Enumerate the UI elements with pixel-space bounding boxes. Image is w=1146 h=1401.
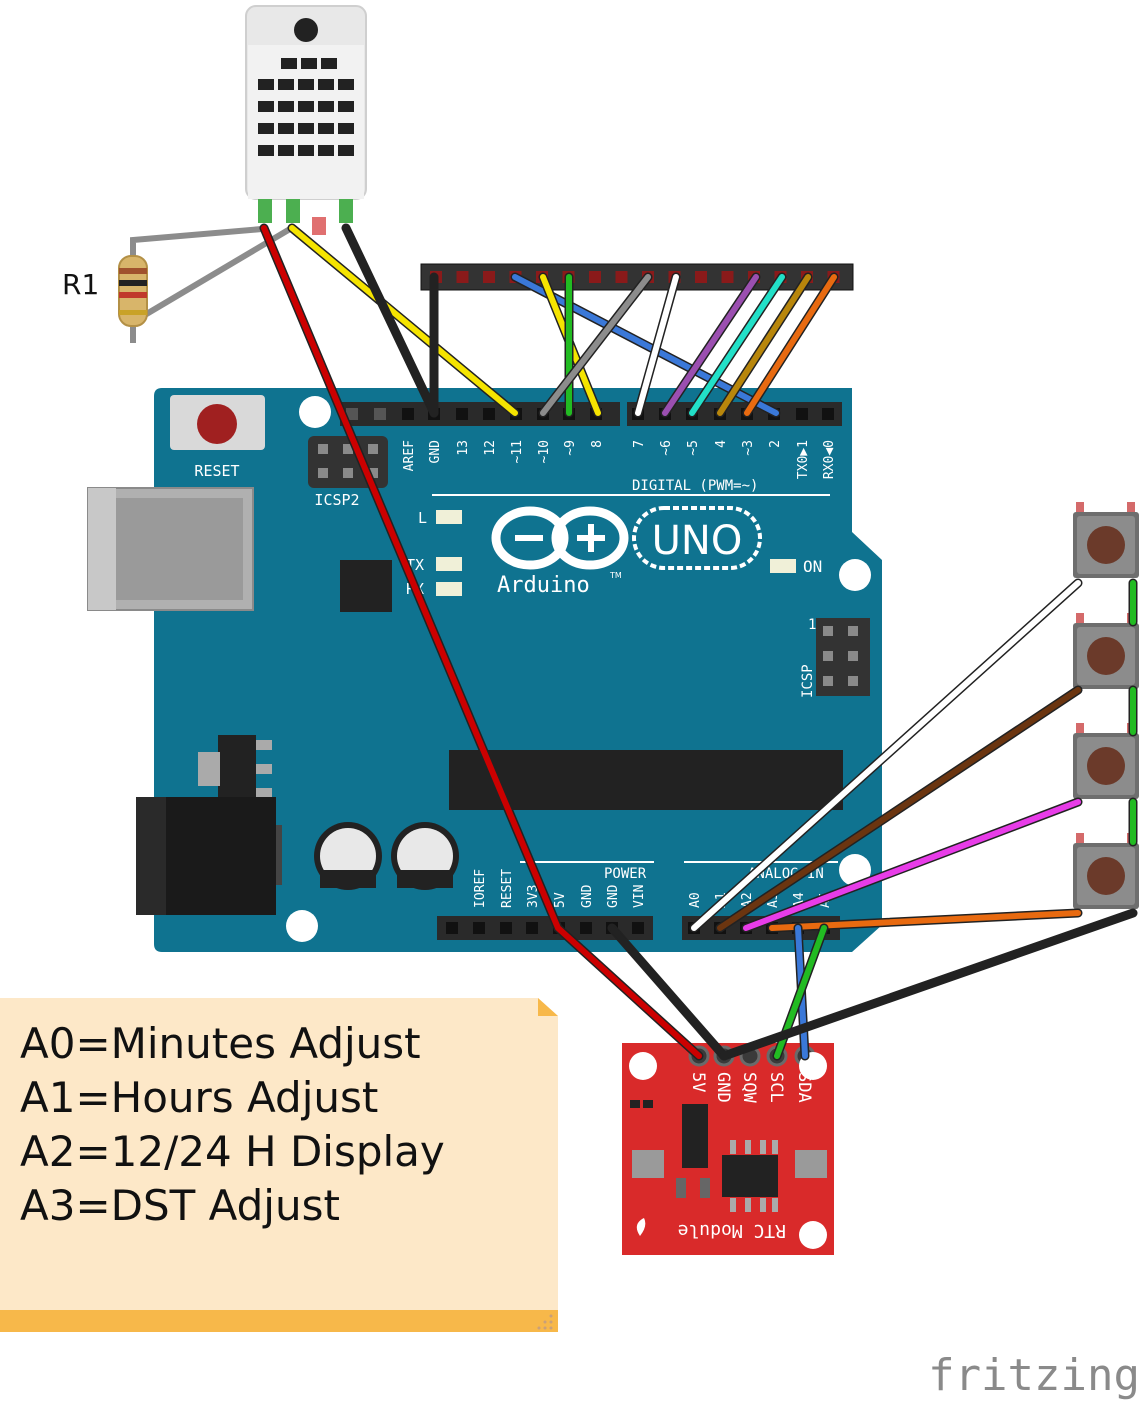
on-label: ON bbox=[803, 557, 822, 576]
power-pin-label: GND bbox=[580, 884, 595, 908]
digital-pin-label: RX0◀0 bbox=[822, 440, 837, 479]
push-button bbox=[1073, 502, 1139, 578]
wire-dht-data bbox=[289, 225, 518, 416]
digital-pin-label: 12 bbox=[483, 440, 498, 456]
wire-gnd-rtc bbox=[609, 925, 727, 1059]
digital-pin-label: GND bbox=[428, 440, 443, 464]
power-pin-label: 5V bbox=[553, 892, 568, 908]
rtc-pin-label: GND bbox=[713, 1072, 733, 1103]
icsp2-label: ICSP2 bbox=[314, 491, 359, 509]
digital-pin-label: TX0▶1 bbox=[796, 440, 811, 479]
digital-label: DIGITAL (PWM=~) bbox=[632, 478, 758, 494]
push-buttons bbox=[1073, 502, 1139, 909]
note-line-1: A0=Minutes Adjust bbox=[20, 1019, 421, 1068]
wires bbox=[259, 223, 1138, 1061]
wire-btn-gnd bbox=[721, 910, 1136, 1059]
icsp-label: ICSP bbox=[800, 664, 816, 698]
digital-pin-label: ~10 bbox=[537, 440, 552, 463]
rtc-title: RTC Module bbox=[678, 1220, 786, 1241]
wire-olive-strip bbox=[717, 274, 811, 416]
rtc-pin-label: SQW bbox=[739, 1072, 759, 1103]
arduino-brand: Arduino bbox=[497, 573, 590, 598]
digital-pin-label: 8 bbox=[590, 440, 605, 448]
uno-label: UNO bbox=[652, 518, 743, 564]
analog-pin-label: A0 bbox=[688, 892, 703, 908]
pin-note: A0=Minutes Adjust A1=Hours Adjust A2=12/… bbox=[0, 998, 558, 1332]
rtc-pin-label: SCL bbox=[766, 1072, 786, 1103]
power-pin-label: IOREF bbox=[473, 869, 488, 908]
digital-pin-label: AREF bbox=[402, 440, 417, 471]
wire-gray-strip bbox=[540, 274, 651, 416]
dht22-sensor bbox=[245, 5, 367, 235]
power-label: POWER bbox=[604, 866, 647, 882]
push-button bbox=[1073, 723, 1139, 799]
power-pin-label: 3V3 bbox=[526, 885, 541, 908]
note-line-2: A1=Hours Adjust bbox=[20, 1073, 378, 1122]
digital-pin-label: 13 bbox=[456, 440, 471, 456]
power-pin-label: RESET bbox=[500, 869, 515, 908]
note-line-4: A3=DST Adjust bbox=[20, 1181, 340, 1230]
wire-purple-strip bbox=[662, 274, 759, 416]
fritzing-watermark: fritzing bbox=[928, 1350, 1140, 1401]
wire-a0-button bbox=[691, 580, 1081, 931]
digital-pin-label: ~3 bbox=[741, 440, 756, 456]
led-l-label: L bbox=[418, 509, 427, 527]
wire-5v bbox=[261, 225, 702, 1059]
digital-pin-label: 2 bbox=[768, 440, 783, 448]
push-button bbox=[1073, 833, 1139, 909]
tm-mark: TM bbox=[609, 571, 622, 580]
wire-dht-gnd bbox=[343, 225, 437, 416]
rtc-pin-label: 5V bbox=[688, 1072, 708, 1092]
wire-a1-button bbox=[717, 687, 1081, 931]
resistor-r1: R1 bbox=[62, 226, 292, 343]
wire-cyan-strip bbox=[689, 274, 785, 416]
reset-label: RESET bbox=[194, 462, 239, 480]
icsp-pin1-label: 1 bbox=[808, 617, 816, 633]
push-button bbox=[1073, 613, 1139, 689]
power-pin-label: GND bbox=[606, 884, 621, 908]
digital-pin-label: 4 bbox=[714, 440, 729, 448]
digital-pin-label: ~5 bbox=[686, 440, 701, 456]
power-pin-label: VIN bbox=[632, 885, 647, 908]
digital-pin-label: 7 bbox=[632, 440, 647, 448]
note-line-3: A2=12/24 H Display bbox=[20, 1127, 445, 1176]
digital-pin-label: ~9 bbox=[563, 440, 578, 456]
arduino-logo: UNO Arduino TM bbox=[491, 506, 762, 598]
wire-orange-strip bbox=[744, 274, 837, 416]
wire-a2-button bbox=[743, 799, 1081, 931]
digital-pin-label: ~6 bbox=[659, 440, 674, 456]
wire-white-strip bbox=[635, 274, 679, 416]
digital-pin-label: ~11 bbox=[510, 440, 525, 463]
resistor-label: R1 bbox=[62, 268, 99, 301]
rtc-pin-label: SDA bbox=[794, 1072, 814, 1103]
